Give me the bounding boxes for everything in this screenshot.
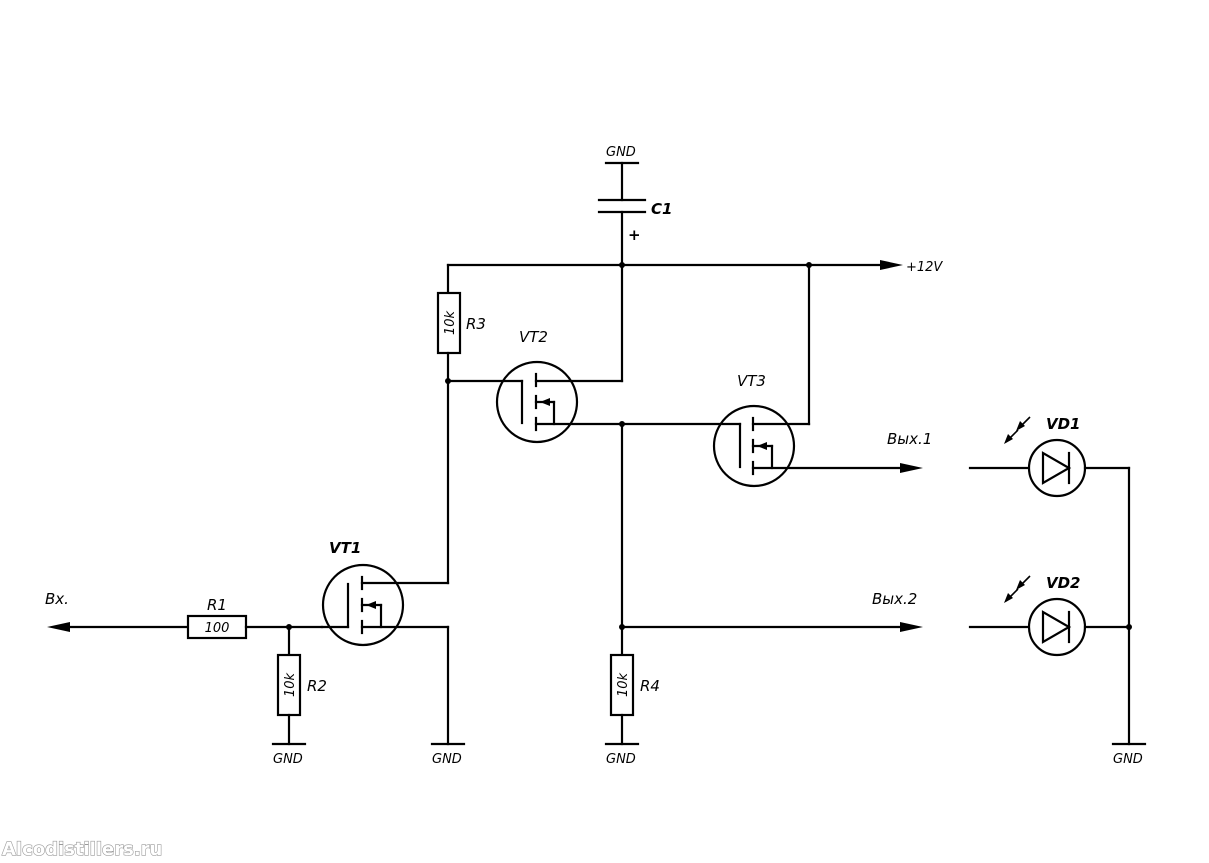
resistor-r2 bbox=[271, 625, 307, 746]
transistor-vt1 bbox=[320, 379, 466, 746]
vd2-label: VD2 bbox=[1046, 574, 1081, 592]
ground-label-r2: GND bbox=[273, 752, 303, 767]
r1-value: 100 bbox=[205, 621, 230, 636]
ground-label-vt1: GND bbox=[432, 752, 462, 767]
ground-label-top: GND bbox=[606, 145, 636, 160]
led-vd1 bbox=[968, 416, 1131, 498]
output-2-label: Вых.2 bbox=[872, 590, 917, 608]
r2-label: R2 bbox=[307, 677, 327, 695]
c1-label: C1 bbox=[651, 200, 672, 218]
transistor-vt2 bbox=[446, 263, 624, 444]
vt3-label: VT3 bbox=[737, 372, 766, 390]
led-vd2 bbox=[968, 575, 1131, 657]
resistor-r3 bbox=[436, 263, 462, 383]
r4-label: R4 bbox=[640, 677, 660, 695]
ground-label-r4: GND bbox=[606, 752, 636, 767]
supply-rail bbox=[446, 260, 903, 270]
watermark: Alcodistillers.ru bbox=[2, 839, 162, 860]
vt1-label: VT1 bbox=[329, 539, 361, 557]
led-common-ground bbox=[1111, 466, 1147, 746]
input-line bbox=[47, 622, 190, 632]
supply-label: +12V bbox=[906, 260, 943, 275]
vt2-label: VT2 bbox=[519, 328, 548, 346]
resistor-r1 bbox=[186, 614, 324, 640]
output-1-label: Вых.1 bbox=[887, 430, 932, 448]
ground-label-led: GND bbox=[1113, 752, 1143, 767]
r4-value: 10k bbox=[616, 672, 631, 697]
r1-label: R1 bbox=[207, 596, 227, 614]
r3-label: R3 bbox=[466, 315, 486, 333]
transistor-vt3 bbox=[620, 263, 923, 488]
c1-polarity-label: + bbox=[628, 226, 641, 244]
resistor-r4 bbox=[604, 625, 640, 746]
output-2-line bbox=[620, 622, 923, 632]
input-label: Вх. bbox=[45, 590, 69, 608]
r2-value: 10k bbox=[283, 672, 298, 697]
vd1-label: VD1 bbox=[1046, 415, 1081, 433]
junction-vd2-ground bbox=[1126, 624, 1132, 630]
r3-value: 10k bbox=[443, 310, 458, 335]
capacitor-c1 bbox=[597, 161, 647, 267]
